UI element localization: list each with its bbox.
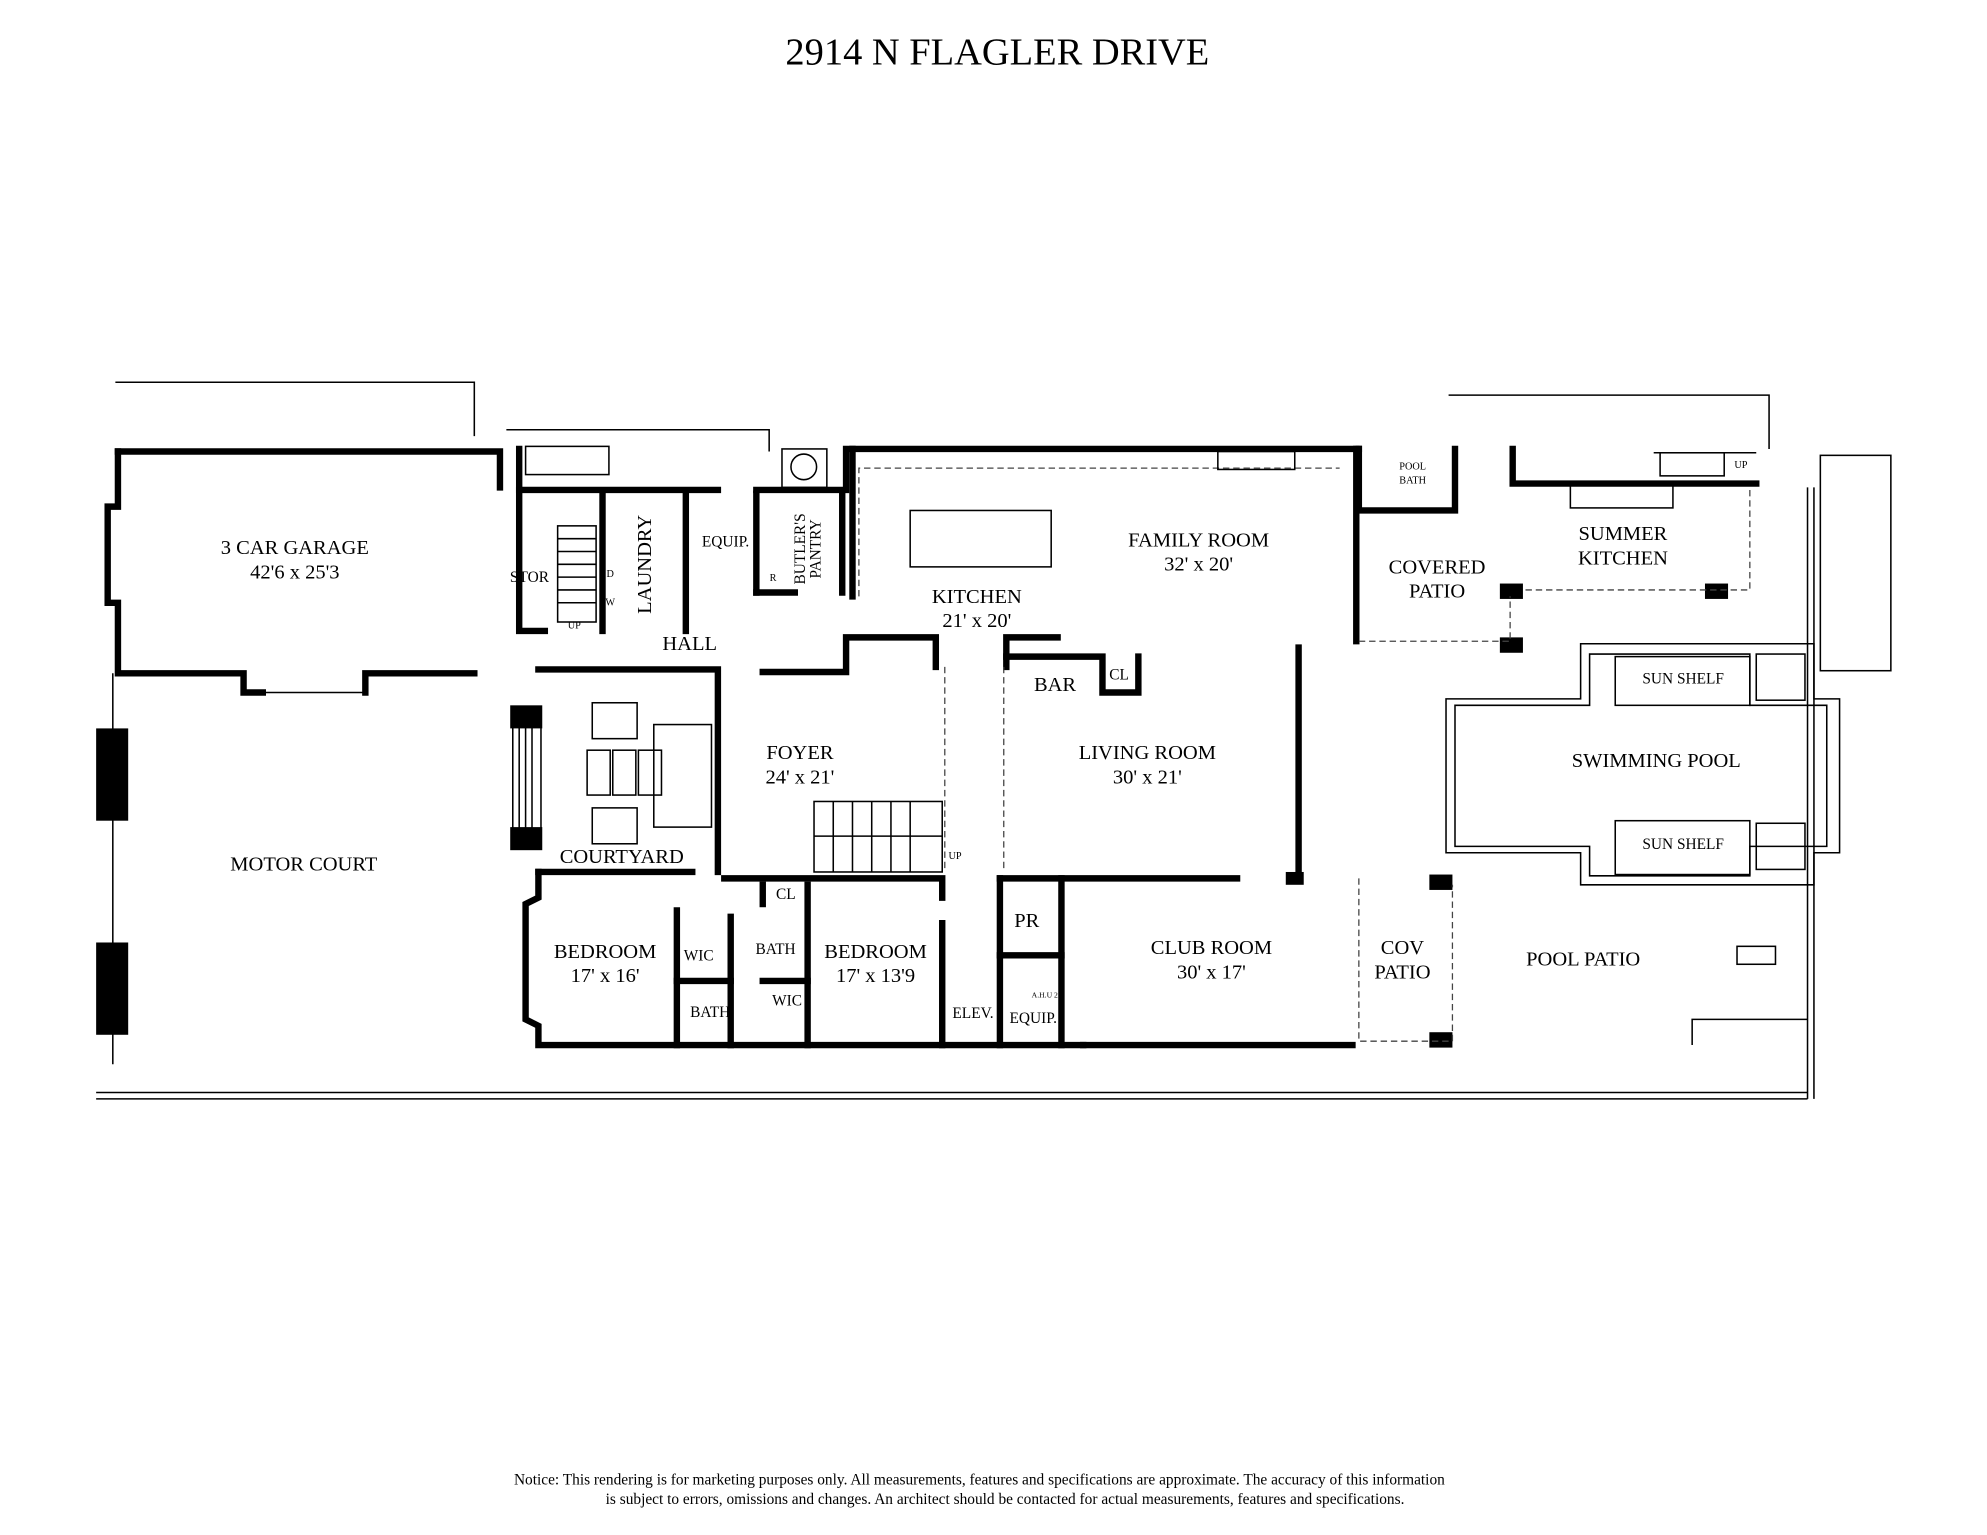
garage-size: 42'6 x 25'3: [250, 561, 339, 583]
pool-patio-label: POOL PATIO: [1526, 949, 1640, 971]
notice-line-2: is subject to errors, omissions and chan…: [606, 1491, 1405, 1508]
stair-up-label: UP: [568, 620, 581, 631]
room-labels: 3 CAR GARAGE 42'6 x 25'3 STOR LAUNDRY D …: [221, 460, 1748, 1027]
summer-kitchen-label-1: SUMMER: [1579, 523, 1668, 545]
ahu-label: A.H.U 2: [1032, 991, 1058, 1000]
family-room-label: FAMILY ROOM: [1128, 529, 1269, 551]
kitchen-label: KITCHEN: [932, 586, 1022, 608]
family-room-size: 32' x 20': [1164, 554, 1233, 576]
bath2-label: BATH: [690, 1004, 730, 1021]
sun-shelf-top-label: SUN SHELF: [1642, 671, 1724, 688]
equip-top-label: EQUIP.: [702, 533, 749, 550]
structural-columns: [96, 583, 1729, 1048]
pool-bath-label-1: POOL: [1399, 461, 1426, 472]
dryer-label: D: [606, 569, 613, 580]
plan-title: 2914 N FLAGLER DRIVE: [785, 31, 1209, 73]
summer-kitchen-label-2: KITCHEN: [1578, 547, 1668, 569]
club-room-size: 30' x 17': [1177, 961, 1246, 983]
butlers-pantry-label-2: PANTRY: [807, 519, 824, 578]
foyer-size: 24' x 21': [765, 767, 834, 789]
refrigerator-label: R: [770, 573, 777, 584]
bedroom2-size: 17' x 13'9: [836, 965, 915, 987]
sun-shelf-bottom-label: SUN SHELF: [1642, 836, 1724, 853]
bedroom1-size: 17' x 16': [571, 965, 640, 987]
pool-bath-label-2: BATH: [1399, 476, 1426, 487]
butlers-pantry-label-1: BUTLER'S: [792, 513, 809, 584]
motor-court-label: MOTOR COURT: [230, 854, 378, 876]
wic1-label: WIC: [684, 947, 714, 964]
stor-label: STOR: [510, 569, 550, 586]
cov-patio-label-1: COV: [1381, 937, 1424, 959]
fixtures-and-outlines: [115, 381, 1892, 1046]
bedroom1-label: BEDROOM: [554, 941, 657, 963]
summer-stair-up-label: UP: [1734, 460, 1747, 471]
covered-patio-label-1: COVERED: [1389, 556, 1486, 578]
kitchen-size: 21' x 20': [942, 610, 1011, 632]
laundry-label: LAUNDRY: [634, 515, 656, 614]
elev-label: ELEV.: [952, 1005, 993, 1022]
hall-label: HALL: [662, 633, 717, 655]
notice-line-1: Notice: This rendering is for marketing …: [514, 1472, 1445, 1489]
equip-bottom-label: EQUIP.: [1010, 1010, 1057, 1027]
club-room-label: CLUB ROOM: [1151, 937, 1272, 959]
foyer-stair-up-label: UP: [948, 851, 961, 862]
living-room-size: 30' x 21': [1113, 767, 1182, 789]
bar-label: BAR: [1034, 674, 1076, 696]
garage-label: 3 CAR GARAGE: [221, 537, 369, 559]
cl-bar-label: CL: [1109, 667, 1129, 684]
bedroom2-label: BEDROOM: [824, 941, 927, 963]
washer-label: W: [605, 597, 615, 608]
foyer-label: FOYER: [766, 742, 834, 764]
swimming-pool-label: SWIMMING POOL: [1572, 750, 1741, 772]
cl-bed-label: CL: [776, 886, 796, 903]
living-room-label: LIVING ROOM: [1079, 742, 1216, 764]
bath1-label: BATH: [755, 941, 795, 958]
pr-label: PR: [1014, 910, 1039, 932]
wic2-label: WIC: [772, 992, 802, 1009]
covered-patio-label-2: PATIO: [1409, 581, 1465, 603]
cov-patio-label-2: PATIO: [1374, 961, 1430, 983]
courtyard-label: COURTYARD: [560, 846, 684, 868]
